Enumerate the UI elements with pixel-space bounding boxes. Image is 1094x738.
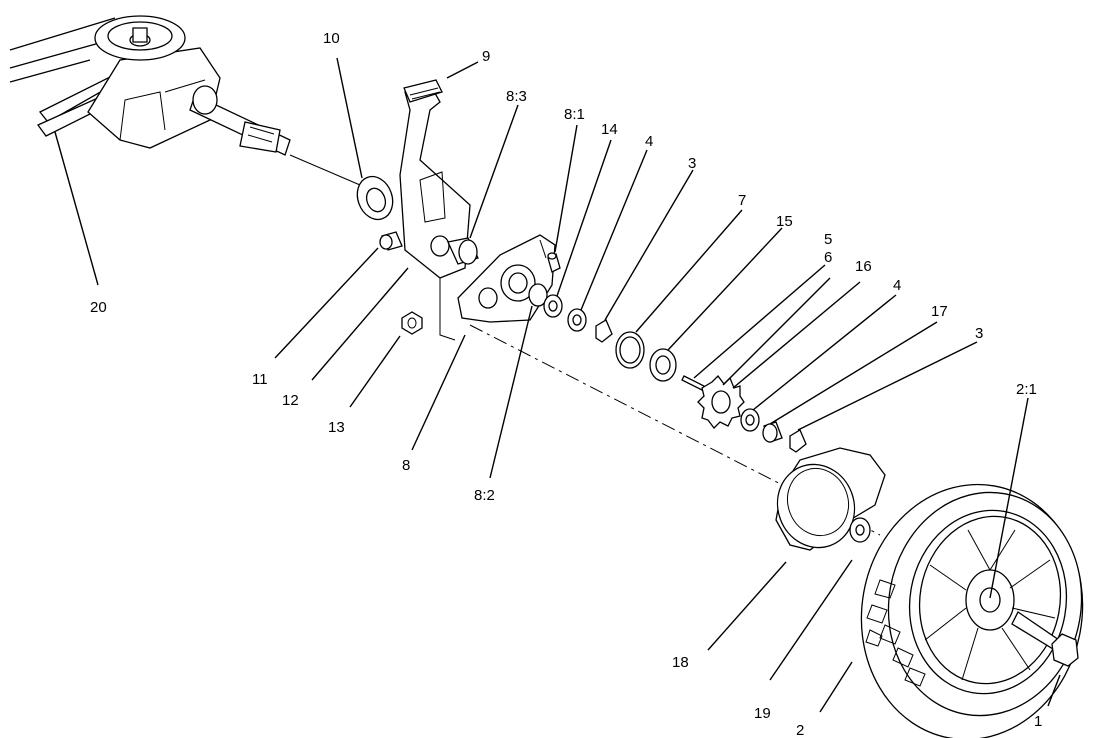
gearbox-assembly (9, 15, 291, 156)
part-19-washer (849, 517, 871, 543)
part-4-washer-b (740, 408, 760, 432)
part-3-clip-a (595, 319, 613, 343)
part-8-2-bushing (528, 283, 548, 307)
callout-8-3: 8:3 (506, 88, 527, 105)
callout-3: 3 (688, 155, 696, 172)
callout-18: 18 (672, 654, 689, 671)
callout-15: 15 (776, 213, 793, 230)
callout-4: 4 (645, 133, 653, 150)
part-18-cover (775, 447, 886, 551)
axle-centerline (289, 154, 361, 186)
callout-9: 9 (482, 48, 490, 65)
callout-3: 3 (975, 325, 983, 342)
callout-13: 13 (328, 419, 345, 436)
part-13-nut (401, 311, 423, 335)
callout-20: 20 (90, 299, 107, 316)
part-11-bolt (379, 231, 403, 251)
part-14-washer (543, 294, 563, 318)
callout-7: 7 (738, 192, 746, 209)
part-1-bolt (1011, 611, 1079, 667)
part-9-lever (399, 79, 471, 341)
callout-4: 4 (893, 277, 901, 294)
callout-2-1: 2:1 (1016, 381, 1037, 398)
callout-2: 2 (796, 722, 804, 738)
callout-1: 1 (1034, 713, 1042, 730)
part-6-pin (681, 375, 705, 391)
callout-12: 12 (282, 392, 299, 409)
callout-16: 16 (855, 258, 872, 275)
part-3-clip-b (789, 429, 807, 453)
callout-19: 19 (754, 705, 771, 722)
callout-6: 6 (824, 249, 832, 266)
part-15-hub (649, 348, 677, 382)
part-8-3-bushing (447, 237, 479, 265)
part-7-ring (615, 331, 645, 369)
callout-14: 14 (601, 121, 618, 138)
callout-5: 5 (824, 231, 832, 248)
part-2-wheel (860, 483, 1084, 738)
part-4-washer-a (567, 308, 587, 332)
part-17-bushing (762, 421, 783, 443)
callout-10: 10 (323, 30, 340, 47)
callout-11: 11 (252, 371, 268, 388)
part-10-spacer (356, 175, 394, 221)
callout-8: 8 (402, 457, 410, 474)
part-16-gear (697, 375, 745, 429)
callout-8-1: 8:1 (564, 106, 585, 123)
part-8-1-fitting (547, 252, 561, 273)
callout-labels: 20 10 9 8:3 8:1 14 4 3 7 15 5 6 16 4 17 … (90, 30, 1042, 738)
callout-8-2: 8:2 (474, 487, 495, 504)
leader-lines (54, 57, 1061, 713)
callout-17: 17 (931, 303, 948, 320)
